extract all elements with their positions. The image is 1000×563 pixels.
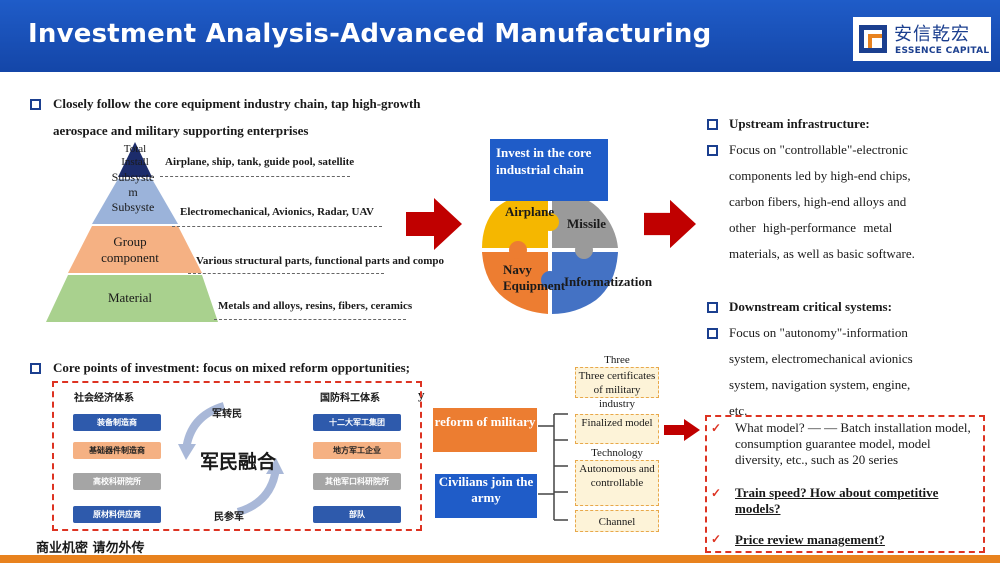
puzzle-missile-label: Missile [567, 216, 606, 231]
pyramid-group-line1: Group [113, 234, 147, 249]
bullet-icon [707, 302, 718, 313]
pyramid-desc-install: Airplane, ship, tank, guide pool, satell… [165, 156, 355, 168]
puzzle-diagram [482, 193, 618, 314]
upstream-line: Focus on "controllable"-electronic [729, 142, 908, 157]
downstream-line: system, electromechanical avionics [729, 351, 913, 366]
cert-item-autonomous: Autonomous and controllable [575, 460, 659, 506]
downstream-line: etc. [729, 403, 748, 418]
cert-label-technology: Technology [591, 447, 643, 459]
defense-industry-heading: 国防科工体系 [320, 393, 380, 404]
pyramid-sub-line1: Subsyste [111, 170, 155, 184]
point2-text: Core points of investment: focus on mixe… [53, 360, 410, 375]
mil-tag: 地方军工企业 [313, 442, 401, 459]
divider [160, 176, 350, 177]
puzzle-navy-label: Navy Equipment [503, 262, 566, 293]
mil-tag: 基础器件制造商 [73, 442, 161, 459]
mil-tag: 部队 [313, 506, 401, 523]
right-arrow-icon [644, 199, 696, 249]
civilians-join-army-box: Civilians join the army [435, 474, 537, 518]
cert-item-text: Three certificates of military industry [578, 370, 656, 410]
pyramid-sub-line2: m [128, 185, 138, 199]
pyramid-group-line2: component [101, 250, 159, 265]
check-icon: ✓ [711, 486, 722, 500]
logo-mark-icon [859, 25, 887, 53]
cert-label-three: Three [604, 354, 630, 366]
mil-tag: 十二大军工集团 [313, 414, 401, 431]
brace-icon [538, 413, 568, 521]
pyramid-tip-label: Total Install [100, 143, 170, 169]
header-bar: Investment Analysis-Advanced Manufacturi… [0, 0, 1000, 72]
questions-box [705, 415, 985, 553]
mil-tag: 高校科研院所 [73, 473, 161, 490]
upstream-line: materials, as well as basic software. [729, 246, 915, 261]
pyramid-material-label: Material [107, 290, 153, 305]
check-icon: ✓ [711, 532, 722, 546]
puzzle-airplane-label: Airplane [505, 204, 555, 219]
right-arrow-icon [406, 198, 462, 250]
civil-to-military-label: 军转民 [212, 409, 242, 420]
cert-item-finalized: Finalized model [575, 414, 659, 444]
pyramid-diagram [46, 142, 218, 322]
pyramid-sub-line3: Subsyste [111, 200, 155, 214]
bullet-icon [30, 99, 41, 110]
cert-item-military: Three certificates of military industry [575, 367, 659, 410]
logo-chinese-text: 安信乾宏 [894, 24, 970, 45]
question-price-review: Price review management? [735, 532, 885, 547]
bullet-icon [707, 145, 718, 156]
pyramid-group-label: Group component [90, 234, 170, 266]
logo-english-text: ESSENCE CAPITAL [895, 46, 990, 56]
social-economy-heading: 社会经济体系 [74, 393, 134, 404]
reform-military-box: reform of military [433, 408, 537, 452]
mil-tag: 装备制造商 [73, 414, 161, 431]
invest-core-chain-box: Invest in the core industrial chain [490, 139, 608, 201]
divider [214, 319, 406, 320]
check-icon: ✓ [711, 421, 722, 435]
bullet-icon [707, 328, 718, 339]
downstream-line: Focus on "autonomy"-information [729, 325, 908, 340]
divider [188, 273, 384, 274]
question-train-speed: Train speed? How about competitive model… [735, 485, 939, 516]
divider [172, 226, 382, 227]
mil-civil-integration-center: 军民融合 [200, 452, 277, 473]
puzzle-informatization-label: Informatization [564, 274, 653, 289]
upstream-line: components led by high-end chips, [729, 168, 911, 183]
pyramid-tip-line2: Install [121, 156, 149, 168]
bullet-icon [30, 363, 41, 374]
civilians-join-label: 民参军 [214, 512, 244, 523]
page-title: Investment Analysis-Advanced Manufacturi… [28, 19, 712, 49]
footer-bar [0, 555, 1000, 563]
cycle-arrows-icon [178, 402, 284, 516]
confidential-notice: 商业机密 请勿外传 [36, 541, 145, 556]
pyramid-desc-material: Metals and alloys, resins, fibers, ceram… [218, 300, 413, 312]
pyramid-tip-line1: Total [123, 143, 147, 155]
cert-item-channel: Channel [575, 510, 659, 532]
company-logo: 安信乾宏 ESSENCE CAPITAL [853, 17, 991, 61]
right-arrow-icon [664, 419, 700, 441]
upstream-line: carbon fibers, high-end alloys and [729, 194, 907, 209]
point1-line1: Closely follow the core equipment indust… [53, 96, 421, 111]
military-civil-diagram [52, 381, 422, 531]
downstream-line: system, navigation system, engine, [729, 377, 911, 392]
upstream-title: Upstream infrastructure: [729, 116, 870, 131]
downstream-title: Downstream critical systems: [729, 299, 892, 314]
mil-tag: 原材料供应商 [73, 506, 161, 523]
upstream-line: other high-performance metal [729, 220, 893, 235]
question-model: What model? — — Batch installation model… [735, 420, 971, 467]
point1-line2: aerospace and military supporting enterp… [53, 123, 309, 138]
pyramid-desc-group: Various structural parts, functional par… [196, 255, 445, 267]
bullet-icon [707, 119, 718, 130]
mil-tag: 其他军口科研院所 [313, 473, 401, 490]
pyramid-desc-subsystem: Electromechanical, Avionics, Radar, UAV [180, 206, 374, 218]
pyramid-subsystem-label: Subsyste m Subsyste [98, 170, 168, 215]
